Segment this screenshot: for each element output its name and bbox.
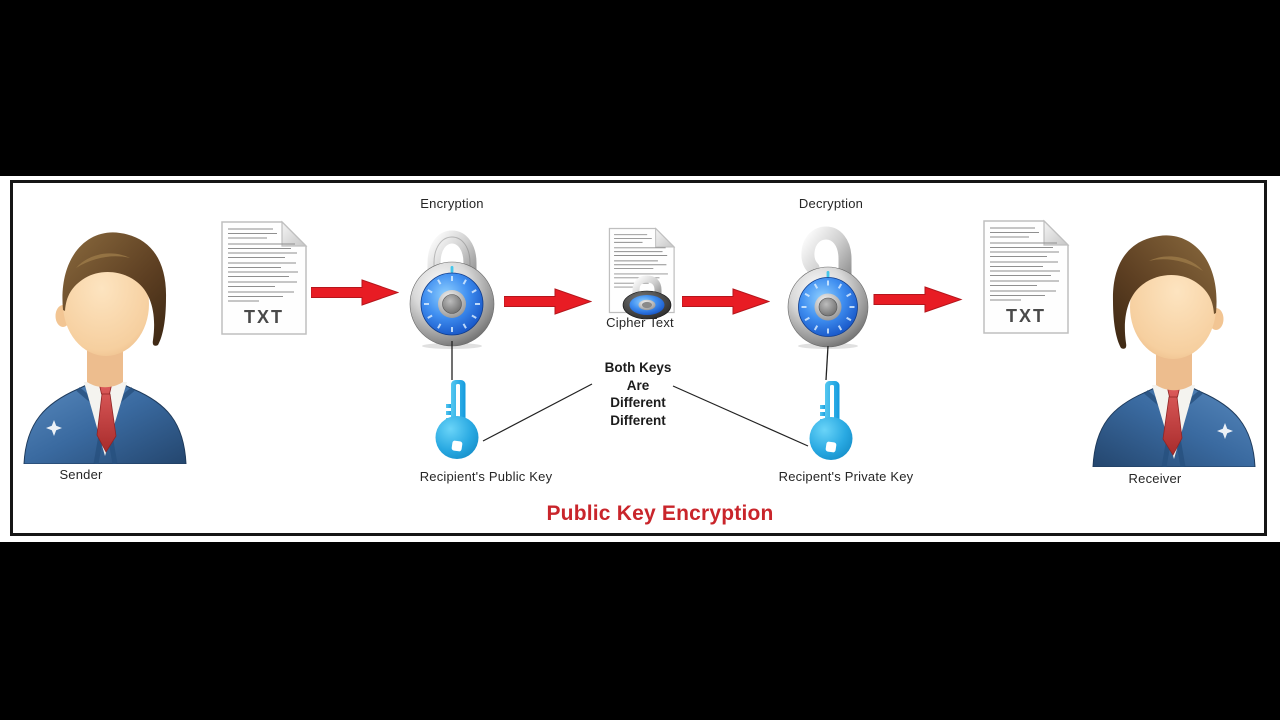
receiver-person-icon bbox=[1092, 235, 1256, 467]
document-text-lines bbox=[990, 227, 1060, 301]
dial-ticks bbox=[801, 280, 855, 334]
public-key-icon bbox=[435, 380, 479, 459]
decryption-label: Decryption bbox=[798, 196, 864, 211]
arrow-encryption-to-cipher bbox=[504, 288, 592, 315]
keys-note: Both Keys Are Different Different bbox=[605, 359, 672, 429]
document-text-lines bbox=[228, 228, 298, 302]
encryption-label: Encryption bbox=[420, 196, 484, 211]
private-key-icon bbox=[809, 381, 853, 460]
plaintext-document-left: TXT bbox=[221, 220, 308, 335]
keys-note-line-1: Both Keys bbox=[604, 360, 672, 375]
sender-label: Sender bbox=[59, 467, 103, 482]
neck bbox=[1156, 349, 1192, 391]
encryption-lock-icon bbox=[409, 230, 495, 349]
decryption-lock-icon bbox=[787, 226, 869, 349]
txt-label-left: TXT bbox=[244, 307, 284, 327]
cipher-mini-lock-icon bbox=[622, 275, 672, 320]
sender-person-icon bbox=[23, 232, 187, 464]
public-key-label: Recipient's Public Key bbox=[419, 469, 553, 484]
keys-note-line-2: Are bbox=[626, 377, 650, 393]
txt-label-right: TXT bbox=[1006, 306, 1046, 326]
receiver-label: Receiver bbox=[1128, 471, 1182, 486]
keys-note-line-4: Different bbox=[610, 412, 666, 428]
cipher-text-label: Cipher Text bbox=[606, 315, 674, 330]
neck bbox=[87, 346, 123, 388]
dial-ticks bbox=[424, 276, 480, 332]
sparkle bbox=[1217, 423, 1233, 439]
plaintext-document-right: TXT bbox=[983, 219, 1070, 334]
private-key-label: Recipent's Private Key bbox=[778, 469, 914, 484]
keys-note-line-3: Different bbox=[610, 395, 666, 410]
arrow-decryption-to-receiver bbox=[873, 286, 963, 313]
sparkle bbox=[46, 420, 62, 436]
arrow-cipher-to-decryption bbox=[682, 288, 770, 315]
diagram-title: Public Key Encryption bbox=[546, 502, 774, 525]
arrow-sender-to-encryption bbox=[311, 279, 399, 306]
